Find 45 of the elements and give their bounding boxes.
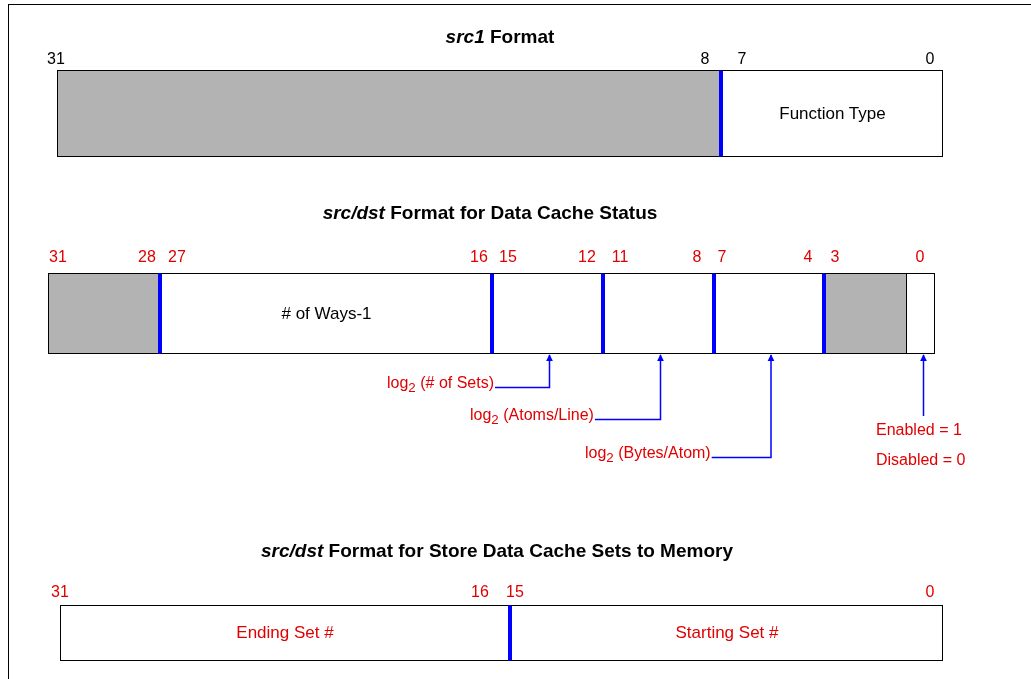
- bit-number: 8: [700, 50, 710, 68]
- bit-field: [601, 273, 714, 354]
- bit-number: 0: [925, 50, 935, 68]
- section-heading: src/dst Format for Store Data Cache Sets to Memory: [261, 540, 733, 562]
- section-heading: src1 Format: [445, 26, 555, 48]
- section-heading: src/dst Format for Data Cache Status: [322, 202, 658, 224]
- bit-number: 0: [915, 248, 925, 266]
- bit-number: 7: [717, 248, 727, 266]
- field-name: Starting Set #: [675, 623, 779, 643]
- bit-number: 16: [470, 248, 488, 266]
- bit-number: 31: [47, 50, 65, 68]
- bit-number: 12: [578, 248, 596, 266]
- field-name: Ending Set #: [236, 623, 334, 643]
- bit-number: 3: [830, 248, 840, 266]
- reserved-bit-field: [57, 70, 721, 157]
- field-name: Function Type: [779, 103, 886, 124]
- leader-arrow: [920, 354, 927, 417]
- field-value-note: Disabled = 0: [876, 450, 966, 470]
- bit-field: [719, 70, 943, 157]
- bit-field: [508, 605, 943, 661]
- bit-number: 0: [925, 583, 935, 601]
- field-description: log$_{2}$ (Bytes/Atom): [585, 438, 711, 474]
- bit-field: [158, 273, 492, 354]
- bit-number: 15: [506, 583, 524, 601]
- bit-number: 8: [692, 248, 702, 266]
- bit-number: 7: [737, 50, 747, 68]
- reserved-bit-field: [48, 273, 160, 354]
- leader-arrow: [494, 354, 553, 389]
- bit-field: [906, 273, 935, 354]
- bit-number: 27: [168, 248, 186, 266]
- leader-arrow: [594, 354, 664, 421]
- bit-field: [60, 605, 510, 661]
- bit-number: 15: [499, 248, 517, 266]
- reserved-bit-field: [822, 273, 908, 354]
- bit-number: 16: [471, 583, 489, 601]
- bit-number: 31: [49, 248, 67, 266]
- field-value-note: Enabled = 1: [876, 420, 963, 440]
- field-name: # of Ways-1: [281, 303, 372, 324]
- bit-field: [712, 273, 824, 354]
- bit-number: 28: [138, 248, 156, 266]
- bit-number: 31: [51, 583, 69, 601]
- bit-number: 11: [611, 248, 629, 266]
- bit-number: 4: [803, 248, 813, 266]
- bit-field: [490, 273, 603, 354]
- leader-arrow: [710, 354, 775, 459]
